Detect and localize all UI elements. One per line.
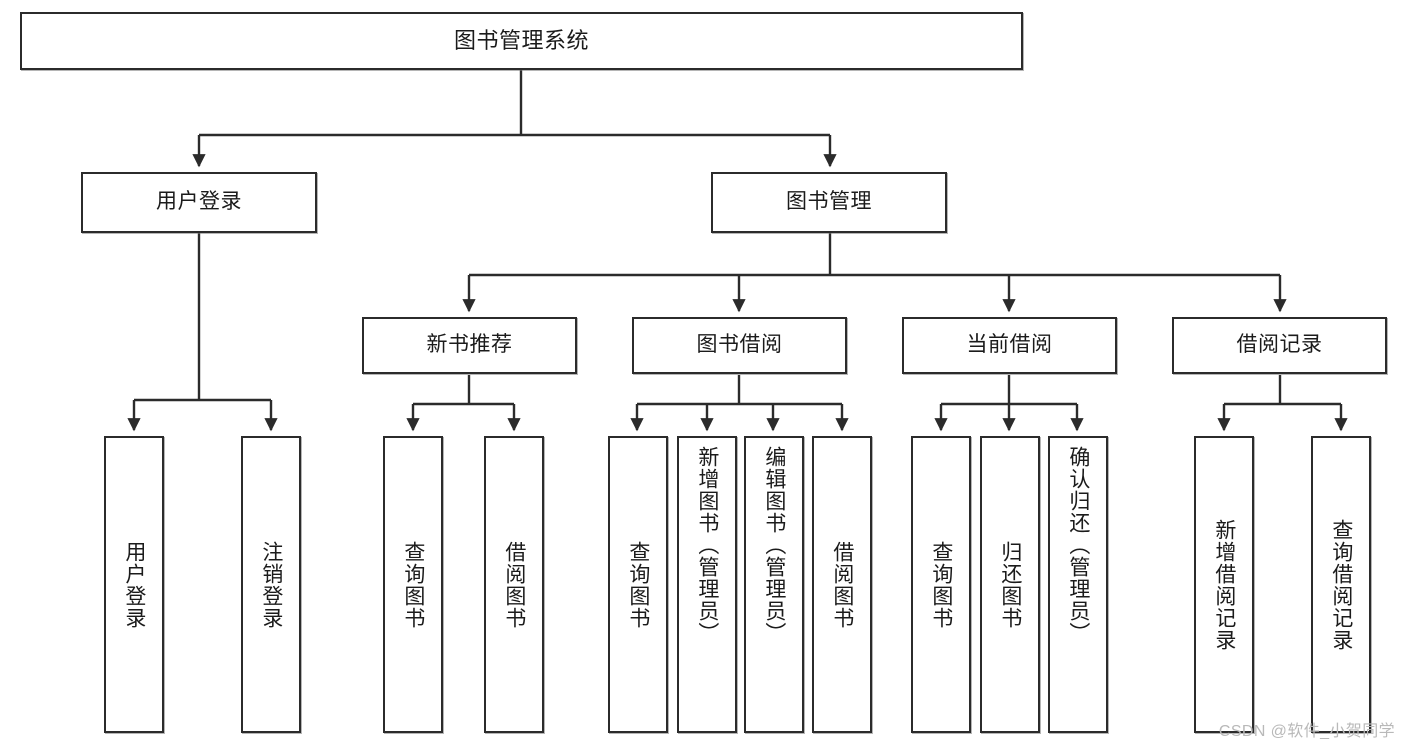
- node-label: 当前借阅: [966, 333, 1053, 357]
- node-label: 查询图书: [929, 540, 953, 629]
- node-label: 图书管理: [786, 190, 872, 214]
- leaf-borrow-edit-book[interactable]: 编辑图书（管理员）: [744, 436, 804, 733]
- node-label: 图书借阅: [696, 333, 783, 357]
- leaf-borrow-add-book[interactable]: 新增图书（管理员）: [677, 436, 737, 733]
- node-label: 借阅图书: [502, 540, 526, 629]
- node-label: 借阅图书: [830, 540, 854, 629]
- node-user-login[interactable]: 用户登录: [81, 172, 317, 233]
- node-label: 新书推荐: [426, 333, 513, 357]
- node-label: 借阅记录: [1236, 333, 1323, 357]
- node-label: 编辑图书（管理员）: [762, 446, 786, 644]
- node-borrow-record[interactable]: 借阅记录: [1172, 317, 1387, 374]
- leaf-borrow-borrow-book[interactable]: 借阅图书: [812, 436, 872, 733]
- node-book-management[interactable]: 图书管理: [711, 172, 947, 233]
- node-label: 查询图书: [626, 540, 650, 629]
- node-label: 归还图书: [998, 540, 1022, 629]
- node-label: 查询图书: [401, 540, 425, 629]
- leaf-current-query-book[interactable]: 查询图书: [911, 436, 971, 733]
- node-label: 图书管理系统: [453, 28, 589, 54]
- node-label: 确认归还（管理员）: [1066, 446, 1090, 644]
- leaf-current-confirm-return[interactable]: 确认归还（管理员）: [1048, 436, 1108, 733]
- leaf-current-return-book[interactable]: 归还图书: [980, 436, 1040, 733]
- watermark: CSDN @软件_小贺同学: [1218, 723, 1395, 740]
- leaf-newbook-borrow-book[interactable]: 借阅图书: [484, 436, 544, 733]
- leaf-record-add-record[interactable]: 新增借阅记录: [1194, 436, 1254, 733]
- node-label: 新增图书（管理员）: [695, 446, 719, 644]
- leaf-user-logout[interactable]: 注销登录: [241, 436, 301, 733]
- leaf-borrow-query-book[interactable]: 查询图书: [608, 436, 668, 733]
- node-new-book-recommend[interactable]: 新书推荐: [362, 317, 577, 374]
- node-label: 新增借阅记录: [1212, 518, 1236, 651]
- node-current-borrow[interactable]: 当前借阅: [902, 317, 1117, 374]
- leaf-newbook-query-book[interactable]: 查询图书: [383, 436, 443, 733]
- node-root-system[interactable]: 图书管理系统: [20, 12, 1023, 70]
- node-label: 用户登录: [156, 190, 242, 214]
- leaf-user-login[interactable]: 用户登录: [104, 436, 164, 733]
- node-label: 用户登录: [122, 540, 146, 629]
- node-book-borrow[interactable]: 图书借阅: [632, 317, 847, 374]
- node-label: 注销登录: [259, 540, 283, 629]
- leaf-record-query-record[interactable]: 查询借阅记录: [1311, 436, 1371, 733]
- node-label: 查询借阅记录: [1329, 518, 1353, 651]
